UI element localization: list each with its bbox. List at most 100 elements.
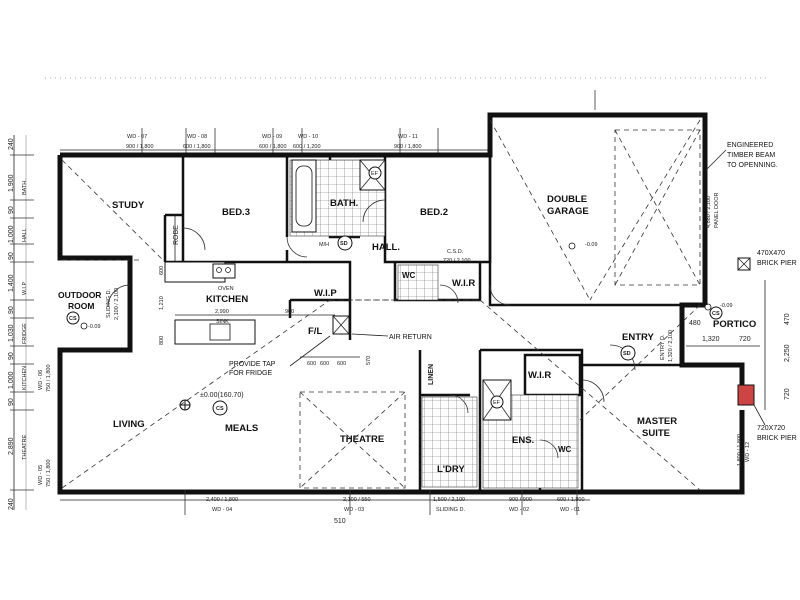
timber-beam-note: ENGINEERED TIMBER BEAM TO OPENNING. bbox=[705, 142, 778, 171]
svg-text:ENGINEERED: ENGINEERED bbox=[727, 142, 773, 149]
svg-text:600 / 1,200: 600 / 1,200 bbox=[293, 144, 321, 150]
svg-text:TO OPENNING.: TO OPENNING. bbox=[727, 162, 778, 169]
left-dimension-column: 240 1,900 90 1,000 90 1,400 90 1,030 90 … bbox=[8, 135, 34, 510]
room-hall: HALL. bbox=[372, 242, 400, 253]
top-dimension-line bbox=[45, 77, 770, 154]
provide-tap-note: PROVIDE TAP FOR FRIDGE bbox=[229, 335, 331, 377]
room-laundry: L'DRY bbox=[437, 464, 465, 475]
cs-outdoor-icon: CS bbox=[66, 311, 80, 325]
svg-text:WD - 11: WD - 11 bbox=[398, 134, 418, 140]
room-wir-upper: W.I.R bbox=[452, 278, 475, 289]
svg-text:1,800 / 1,800: 1,800 / 1,800 bbox=[737, 434, 743, 466]
doors bbox=[107, 199, 636, 459]
window-wd11: WD - 11 900 / 1,800 bbox=[394, 134, 422, 150]
window-wd02-code: WD - 02 bbox=[509, 507, 529, 513]
svg-text:WD - 10: WD - 10 bbox=[298, 134, 318, 140]
level-marker-icon bbox=[80, 242, 712, 411]
room-linen: LINEN bbox=[428, 364, 435, 385]
svg-text:480: 480 bbox=[689, 320, 701, 327]
window-wd06: WD - 06 750 / 1,800 bbox=[38, 364, 52, 392]
svg-text:600: 600 bbox=[307, 361, 316, 367]
svg-text:FRIDGE: FRIDGE bbox=[22, 323, 28, 344]
svg-text:900: 900 bbox=[285, 309, 294, 315]
svg-text:2,250: 2,250 bbox=[784, 344, 791, 362]
svg-text:SD: SD bbox=[623, 351, 631, 357]
svg-text:WD - 05: WD - 05 bbox=[38, 465, 44, 485]
room-entry: ENTRY bbox=[622, 332, 655, 343]
bottom-dimension-line: 2,400 / 1,800 WD - 04 2,100 / 550 WD - 0… bbox=[60, 490, 590, 525]
svg-text:BATH.: BATH. bbox=[22, 179, 28, 195]
window-wd09: WD - 09 600 / 1,800 bbox=[259, 134, 287, 150]
svg-text:KITCHEN: KITCHEN bbox=[22, 366, 28, 390]
svg-text:90: 90 bbox=[8, 252, 15, 260]
svg-text:EF: EF bbox=[493, 400, 501, 406]
window-wd04-code: WD - 04 bbox=[212, 507, 232, 513]
room-kitchen: KITCHEN bbox=[206, 294, 248, 305]
svg-text:240: 240 bbox=[8, 138, 15, 150]
entry-door-label: ENTRY D. bbox=[660, 334, 666, 360]
room-fl: F/L bbox=[308, 326, 322, 337]
svg-text:600: 600 bbox=[159, 266, 165, 275]
window-wd05: WD - 05 750 / 1,800 bbox=[38, 459, 52, 487]
oven-label: OVEN bbox=[218, 286, 234, 292]
svg-text:FOR FRIDGE: FOR FRIDGE bbox=[229, 370, 272, 377]
window-wd03-size: 2,100 / 550 bbox=[343, 497, 371, 503]
window-wd10: WD - 10 600 / 1,200 bbox=[293, 134, 321, 150]
csd-label: C.S.D. bbox=[447, 249, 464, 255]
window-wd07: WD - 07 900 / 1,800 bbox=[126, 134, 154, 150]
window-wd08: WD - 08 600 / 1,800 bbox=[183, 134, 211, 150]
room-outdoor: OUTDOOR bbox=[58, 290, 101, 300]
svg-text:CS: CS bbox=[69, 316, 77, 322]
room-outdoor-2: ROOM bbox=[68, 301, 94, 311]
svg-text:470X470: 470X470 bbox=[757, 250, 785, 257]
svg-text:1,000: 1,000 bbox=[8, 371, 15, 389]
svg-text:PROVIDE TAP: PROVIDE TAP bbox=[229, 361, 276, 368]
svg-text:1,210: 1,210 bbox=[159, 296, 165, 310]
svg-text:1,030: 1,030 bbox=[8, 324, 15, 342]
air-return-note: AIR RETURN bbox=[351, 333, 432, 341]
svg-text:800: 800 bbox=[159, 336, 165, 345]
room-robe: ROBE bbox=[173, 225, 180, 245]
entry-door-size: 1,320 / 2,100 bbox=[668, 330, 674, 362]
svg-text:90: 90 bbox=[8, 306, 15, 314]
svg-text:600: 600 bbox=[320, 361, 329, 367]
room-ensuite: ENS. bbox=[512, 435, 534, 446]
svg-text:CS: CS bbox=[216, 406, 224, 412]
svg-text:600 / 1,800: 600 / 1,800 bbox=[183, 144, 211, 150]
svg-text:2,990: 2,990 bbox=[215, 309, 229, 315]
window-wd12: WD - 12 1,800 / 1,800 bbox=[737, 434, 751, 466]
brick-pier-top-note: 470X470 BRICK PIER bbox=[737, 250, 797, 271]
svg-text:900 / 1,800: 900 / 1,800 bbox=[126, 144, 154, 150]
smoke-detector-icon: SD bbox=[337, 235, 353, 251]
sink-label: SINK bbox=[216, 319, 229, 325]
room-master-suite: MASTER bbox=[637, 416, 677, 427]
window-wd04-size: 2,400 / 1,800 bbox=[206, 497, 238, 503]
svg-text:470: 470 bbox=[784, 313, 791, 325]
bottom-label: 510 bbox=[334, 518, 346, 525]
fridge-space bbox=[332, 315, 350, 335]
svg-text:1,400: 1,400 bbox=[8, 274, 15, 292]
svg-text:600: 600 bbox=[337, 361, 346, 367]
sliding-door-size: 1,500 / 2,100 bbox=[433, 497, 465, 503]
exhaust-fan-ensuite-icon: EF bbox=[490, 395, 504, 409]
svg-text:WD - 09: WD - 09 bbox=[262, 134, 282, 140]
sliding-door-code: SLIDING D. bbox=[436, 507, 466, 513]
svg-text:1,900: 1,900 bbox=[8, 174, 15, 192]
room-portico: PORTICO bbox=[713, 319, 756, 330]
room-bath: BATH. bbox=[330, 198, 358, 209]
sliding-outdoor-size: 2,100 / 2,100 bbox=[114, 288, 120, 320]
svg-text:1,320: 1,320 bbox=[702, 336, 720, 343]
svg-text:720X720: 720X720 bbox=[757, 425, 785, 432]
csd-size: 720 / 2,100 bbox=[443, 258, 471, 264]
svg-text:SD: SD bbox=[340, 241, 348, 247]
kitchen-bench bbox=[164, 261, 256, 345]
kitchen-dimensions: 2,990 900 1,210 600 800 600 600 600 570 bbox=[159, 266, 372, 367]
room-wc-lower: WC bbox=[558, 445, 572, 454]
ceiling-lines bbox=[61, 119, 701, 491]
exhaust-fan-bath-icon: EF bbox=[368, 166, 382, 180]
cs-portico-icon: CS bbox=[709, 306, 723, 320]
smoke-detector-entry-icon: SD bbox=[620, 345, 636, 361]
sliding-outdoor-label: SLIDING D. bbox=[106, 288, 112, 318]
room-living: LIVING bbox=[113, 419, 145, 430]
